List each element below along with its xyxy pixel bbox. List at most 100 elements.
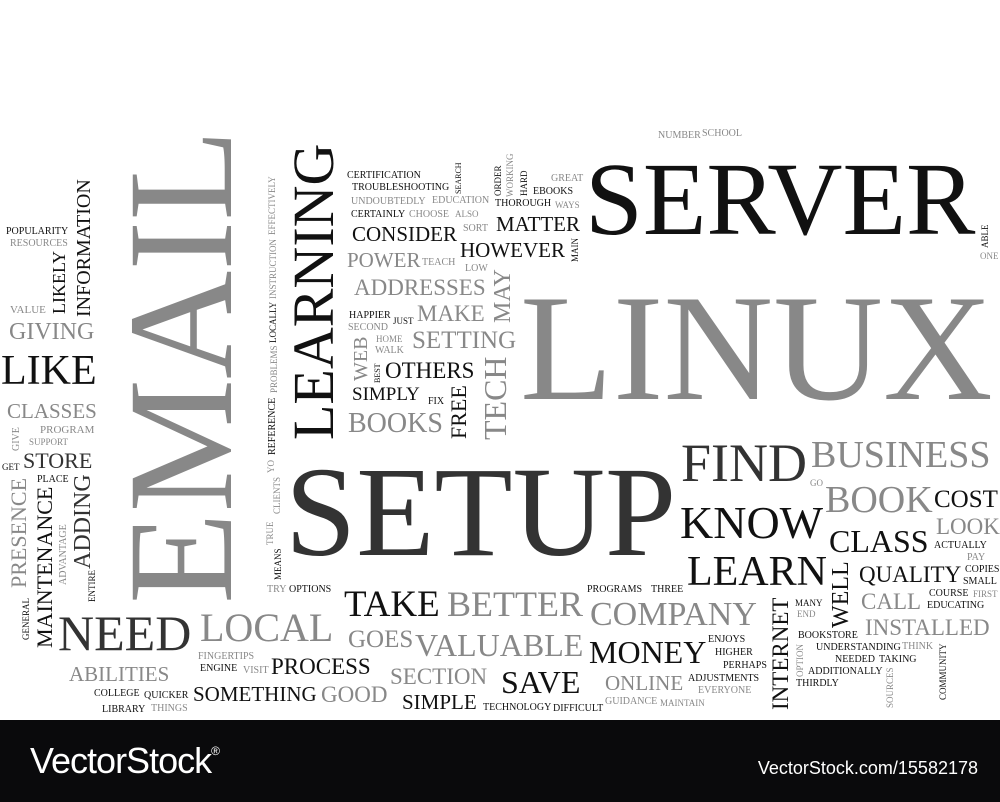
word-free: FREE [446, 385, 471, 439]
word-server: SERVER [585, 142, 976, 257]
word-fingertips: FINGERTIPS [198, 651, 255, 662]
word-low: LOW [465, 263, 488, 274]
word-home: HOME [376, 334, 403, 344]
word-many: MANY [795, 598, 823, 608]
word-adjustments: ADJUSTMENTS [688, 673, 760, 684]
word-difficult: DIFFICULT [553, 703, 604, 714]
word-consider: CONSIDER [352, 222, 458, 246]
word-fix: FIX [428, 396, 445, 407]
word-email: EMAIL [98, 129, 264, 604]
word-engine: ENGINE [200, 663, 238, 674]
word-maintenance: MAINTENANCE [32, 486, 57, 648]
word-options: OPTIONS [289, 584, 332, 595]
word-understanding: UNDERSTANDING [816, 642, 901, 653]
word-find: FIND [681, 433, 808, 493]
word-tech: TECH [477, 356, 513, 440]
word-adding: ADDING [70, 474, 96, 569]
word-like: LIKE [1, 348, 97, 394]
word-need: NEED [58, 605, 192, 661]
word-linux: LINUX [520, 264, 993, 432]
word-things: THINGS [151, 703, 188, 714]
word-ways: WAYS [555, 200, 580, 210]
word-advantage: ADVANTAGE [58, 524, 69, 585]
word-others: OTHERS [385, 358, 475, 383]
word-undoubtedly: UNDOUBTEDLY [351, 196, 426, 207]
word-support: SUPPORT [29, 437, 68, 447]
word-call: CALL [861, 589, 922, 614]
word-likely: LIKELY [49, 250, 69, 314]
word-three: THREE [651, 584, 684, 595]
word-thirdly: THIRDLY [796, 678, 839, 689]
word-option: OPTION [795, 644, 805, 677]
registered-mark: ® [211, 744, 220, 758]
word-perhaps: PERHAPS [723, 660, 767, 671]
word-give: GIVE [11, 427, 22, 451]
word-information: INFORMATION [73, 179, 95, 317]
word-troubleshooting: TROUBLESHOOTING [352, 182, 450, 193]
word-section: SECTION [390, 664, 488, 689]
word-local: LOCAL [200, 605, 334, 650]
word-teach: TEACH [422, 257, 456, 268]
word-search: SEARCH [454, 162, 463, 194]
word-simple: SIMPLE [402, 690, 477, 714]
word-certainly: CERTAINLY [351, 209, 406, 220]
word-needed: NEEDED [835, 654, 875, 665]
word-means: MEANS [273, 548, 283, 580]
word-presence: PRESENCE [6, 477, 31, 588]
word-good: GOOD [321, 682, 388, 707]
word-certification: CERTIFICATION [347, 170, 421, 181]
word-hard: HARD [519, 170, 529, 196]
word-setup: SETUP [285, 441, 677, 583]
word-company: COMPANY [590, 596, 757, 633]
word-go: GO [810, 478, 823, 488]
word-place: PLACE [37, 474, 69, 485]
word-value: VALUE [10, 304, 46, 316]
word-quality: QUALITY [859, 562, 962, 587]
stock-id: VectorStock.com/15582178 [757, 758, 978, 778]
word-business: BUSINESS [811, 434, 991, 476]
word-program: PROGRAM [40, 424, 95, 436]
word-money: MONEY [589, 634, 707, 670]
word-school: SCHOOL [702, 128, 743, 139]
word-books: BOOKS [348, 408, 443, 439]
word-able: ABLE [980, 224, 990, 249]
word-copies: COPIES [965, 564, 1000, 575]
word-working: WORKING [505, 153, 515, 198]
word-thorough: THOROUGH [495, 198, 552, 209]
word-matter: MATTER [496, 212, 580, 236]
word-power: POWER [347, 248, 421, 272]
word-class: CLASS [829, 523, 929, 559]
word-also: ALSO [455, 209, 479, 219]
word-guidance: GUIDANCE [605, 696, 658, 707]
word-simply: SIMPLY [352, 384, 420, 405]
word-happier: HAPPIER [349, 310, 391, 321]
word-just: JUST [393, 316, 414, 326]
word-programs: PROGRAMS [587, 584, 643, 595]
word-know: KNOW [680, 497, 824, 548]
word-number: NUMBER [658, 130, 701, 141]
word-general: GENERAL [21, 598, 31, 640]
word-small: SMALL [963, 576, 997, 587]
word-order: ORDER [493, 165, 503, 196]
word-internet: INTERNET [768, 597, 793, 710]
word-walk: WALK [375, 345, 404, 356]
word-maintain: MAINTAIN [660, 698, 705, 708]
word-taking: TAKING [879, 654, 917, 665]
word-course: COURSE [929, 588, 969, 599]
word-quicker: QUICKER [144, 690, 189, 701]
word-main: MAIN [570, 238, 580, 262]
word-higher: HIGHER [715, 647, 753, 658]
word-addresses: ADDRESSES [354, 275, 486, 300]
word-actually: ACTUALLY [934, 540, 987, 551]
word-think: THINK [902, 641, 934, 652]
vectorstock-logo: VectorStock® [30, 740, 220, 782]
word-everyone: EVERYONE [698, 685, 752, 696]
word-however: HOWEVER [460, 238, 565, 262]
word-get: GET [2, 462, 20, 472]
word-enjoys: ENJOYS [708, 634, 746, 645]
word-entire: ENTIRE [87, 570, 97, 602]
word-great: GREAT [551, 173, 584, 184]
word-classes: CLASSES [7, 399, 97, 423]
word-true: TRUE [265, 521, 275, 546]
word-sort: SORT [463, 223, 488, 234]
